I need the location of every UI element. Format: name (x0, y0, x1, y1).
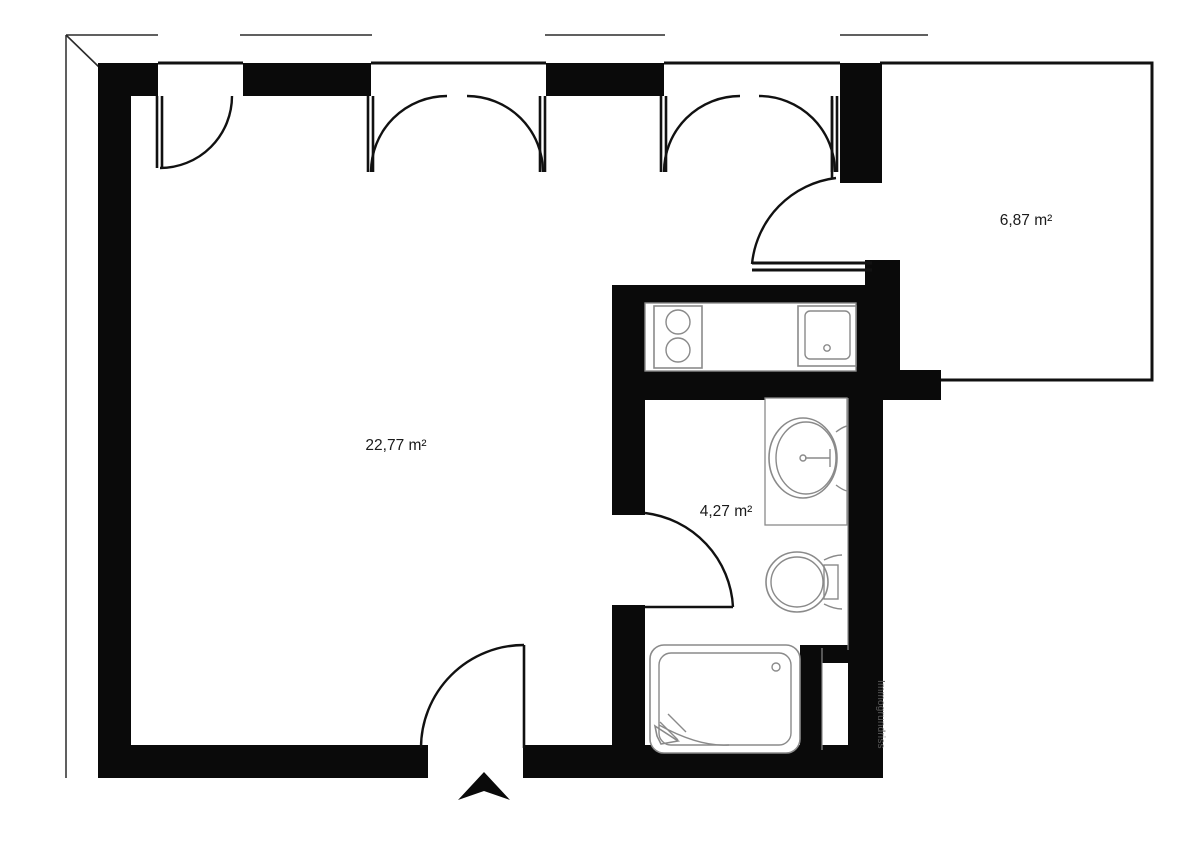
bathroom-fixtures (649, 397, 849, 754)
window-opening-2 (240, 34, 372, 62)
window-opening-3 (545, 34, 665, 62)
terrace-access-door[interactable] (750, 100, 837, 265)
balcony-door-center-left[interactable] (366, 94, 547, 173)
left-wall-hatching (65, 34, 101, 780)
two-burner-cooktop (653, 305, 703, 369)
toilet-wc (765, 551, 843, 613)
area-label-terrace: 6,87 m² (1000, 212, 1053, 229)
kitchenette-fixtures (644, 302, 857, 372)
bathroom-door[interactable] (644, 511, 735, 609)
interior-thin-lines (821, 398, 849, 750)
bathtub (649, 644, 801, 754)
wall-structure (98, 63, 941, 778)
window-hatch-marks (66, 34, 928, 62)
terrace-threshold (752, 261, 872, 272)
area-label-bathroom: 4,27 m² (700, 503, 753, 520)
window-opening-4 (840, 34, 928, 62)
kitchen-sink (797, 305, 857, 367)
thin-outline-walls (158, 61, 1154, 382)
balcony-door-left[interactable] (155, 95, 234, 170)
entrance-direction-arrow (458, 772, 510, 800)
bathroom-washbasin (764, 397, 849, 526)
area-label-living-room: 22,77 m² (365, 437, 426, 454)
window-opening-1 (66, 34, 158, 62)
balcony-door-center-right[interactable] (659, 94, 839, 173)
apartment-entry-door[interactable] (419, 643, 526, 749)
watermark-label: Immogrundriss (875, 680, 886, 749)
